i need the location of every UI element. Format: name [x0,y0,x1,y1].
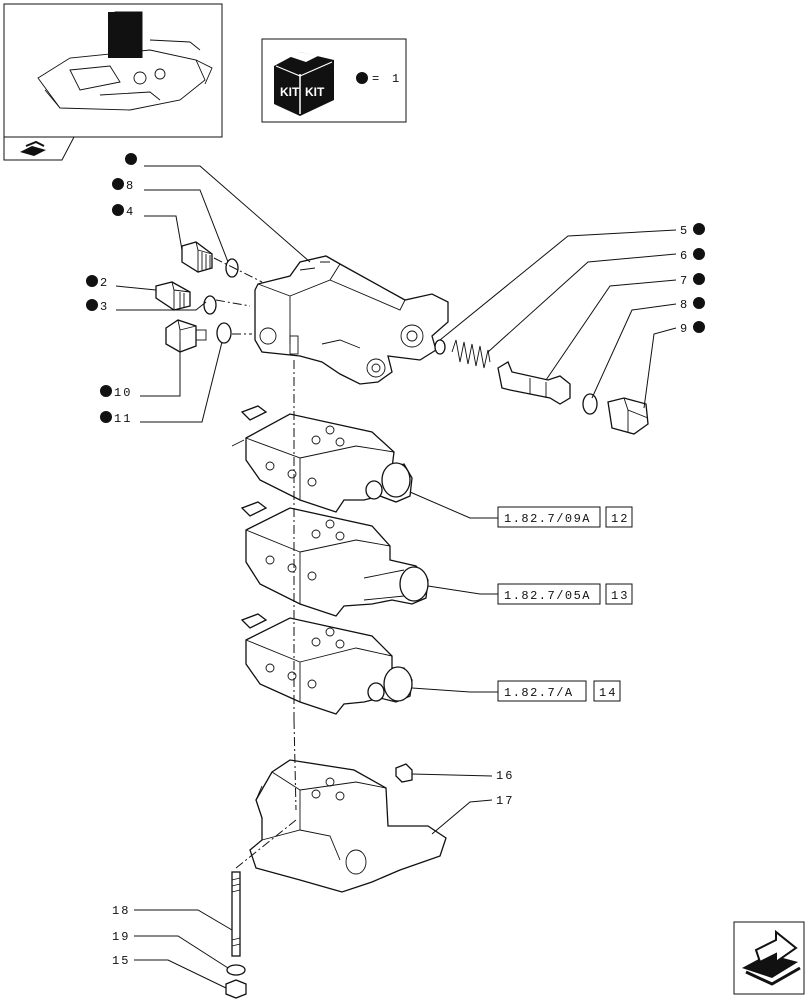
reference-num-14: 14 [599,686,617,700]
callouts: 8 4 2 3 10 11 5 6 7 8 9 16 17 18 19 15 [86,153,705,968]
callout-top-bullet [125,153,137,165]
spring-part-6 [451,339,491,369]
poppet-part-7 [497,361,571,405]
end-cover-part-17 [249,759,447,893]
reference-code-14: 1.82.7/A [504,686,574,700]
seat-part-5 [434,339,446,355]
callout-8b: 8 [680,298,687,312]
callout-18: 18 [112,904,130,918]
callout-2: 2 [100,276,107,290]
callout-8a-bullet [112,178,124,190]
reference-13[interactable]: 1.82.7/05A 13 [497,583,633,605]
callout-2-bullet [86,275,98,287]
callout-11: 11 [114,412,132,426]
callout-9: 9 [680,322,687,336]
kit-equals: = [372,72,379,86]
screw-part-16 [395,763,413,783]
plug-part-4 [181,241,213,273]
kit-count: 1 [392,72,399,86]
callout-4-bullet [112,204,124,216]
callout-3: 3 [100,300,107,314]
callout-5: 5 [680,224,687,238]
kit-label-right: KIT [305,85,325,99]
callout-9-bullet [693,321,705,333]
prev-page-tab[interactable] [3,136,75,161]
valve-body-part [254,255,449,385]
nut-part-15 [225,979,247,999]
callout-6-bullet [693,248,705,260]
washer-part-19 [226,964,246,976]
callout-11-bullet [100,411,112,423]
reference-code-13: 1.82.7/05A [504,589,591,603]
reference-12[interactable]: 1.82.7/09A 12 [497,506,633,528]
control-valve-section-3 [240,613,413,715]
callout-15: 15 [112,954,130,968]
callout-10-bullet [100,385,112,397]
callout-10: 10 [114,386,132,400]
book-arrow-icon [742,929,801,986]
control-valve-section-2 [240,501,429,617]
next-page-button[interactable] [733,921,805,995]
reference-num-12: 12 [611,512,629,526]
callout-7: 7 [680,274,687,288]
overview-thumbnail[interactable] [3,3,223,138]
washer-part-8-right [582,393,598,415]
control-valve-section-1 [231,405,413,513]
callout-17: 17 [496,794,514,808]
cap-part-9 [607,397,649,435]
callout-3-bullet [86,299,98,311]
washer-part-3 [203,295,217,315]
callout-19: 19 [112,930,130,944]
washer-part-8-left [225,258,239,278]
plug-part-2 [155,281,191,311]
reference-num-13: 13 [611,589,629,603]
reference-code-12: 1.82.7/09A [504,512,591,526]
plug-part-10 [165,319,207,353]
reference-14[interactable]: 1.82.7/A 14 [497,680,621,702]
callout-8a: 8 [126,179,133,193]
assembly-centerlines [213,257,297,869]
callout-16: 16 [496,769,514,783]
kit-label-left: KIT [280,85,300,99]
highlighted-part-marker [108,12,142,58]
callout-8b-bullet [693,297,705,309]
washer-part-11 [216,322,232,344]
leader-lines [115,165,677,989]
callout-7-bullet [693,273,705,285]
kit-legend: KIT KIT = 1 [261,38,407,123]
callout-5-bullet [693,223,705,235]
book-arrow-icon [20,140,46,156]
kit-icon: KIT KIT [274,52,334,116]
callout-4: 4 [126,205,133,219]
stud-part-18 [231,871,241,957]
kit-bullet-icon [356,72,368,84]
callout-6: 6 [680,249,687,263]
